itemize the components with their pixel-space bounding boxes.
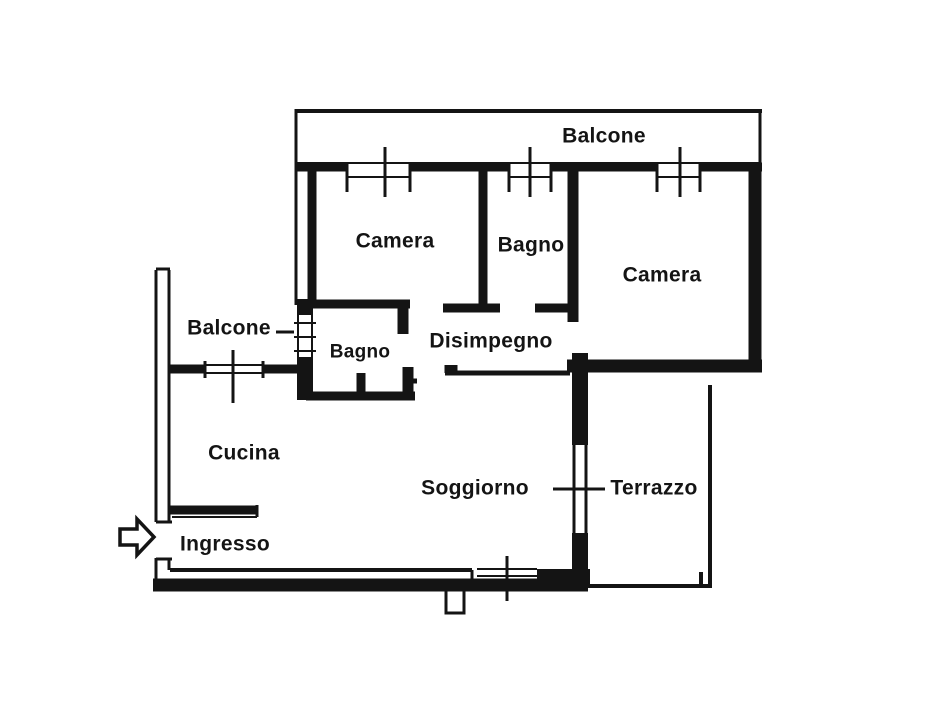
interior-walls-heavy: [397, 167, 579, 399]
room-label-balcone-top: Balcone: [562, 124, 646, 148]
bottom-pillar: [444, 588, 466, 615]
block-walls: [297, 299, 590, 586]
room-label-bagno-small: Bagno: [329, 341, 391, 363]
outer-walls-heavy: [153, 163, 762, 592]
room-label-bagno-top: Bagno: [497, 233, 565, 257]
window-cross-markers: [231, 147, 682, 601]
left-party-wall: [154, 267, 172, 588]
room-label-soggiorno: Soggiorno: [421, 476, 529, 500]
medium-wall-lines: [154, 109, 762, 601]
terrace-window-lines: [572, 445, 588, 533]
balcony-door-hatches: [294, 322, 316, 352]
terrace-walls: [580, 385, 712, 588]
room-label-cucina: Cucina: [208, 441, 280, 465]
room-label-ingresso: Ingresso: [180, 532, 270, 556]
light-outer-walls: [170, 109, 762, 588]
room-label-disimpegno: Disimpegno: [429, 329, 553, 353]
entrance-arrow-icon: [118, 514, 157, 560]
room-label-balcone-left: Balcone: [187, 316, 271, 340]
balcony-side-walls: [294, 109, 762, 305]
window-jambs-top: [345, 163, 702, 192]
room-label-camera-left: Camera: [355, 229, 435, 253]
room-label-camera-right: Camera: [622, 263, 702, 287]
room-label-terrazzo: Terrazzo: [610, 476, 698, 500]
hall-thin-walls: [408, 370, 570, 384]
